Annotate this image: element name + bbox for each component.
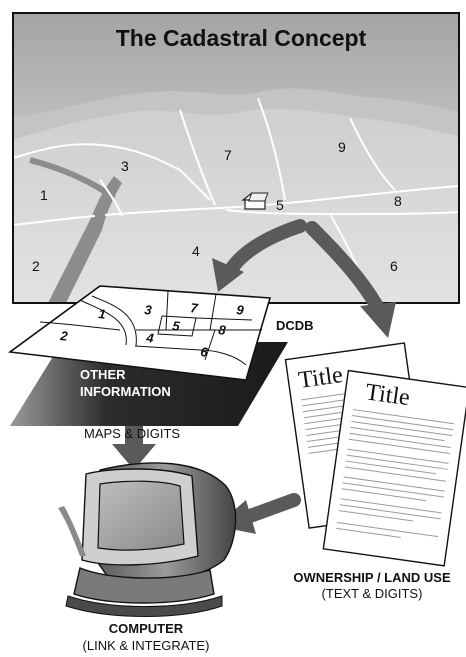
title-document-back-heading: Title: [297, 362, 345, 394]
dcdb-map-layer: 1 2 3 4 5 6 7 8 9 DCDB: [7, 285, 314, 381]
ownership-label-line2: (TEXT & DIGITS): [322, 586, 423, 601]
computer-icon: [58, 462, 237, 617]
landscape-parcel-4: 4: [192, 243, 200, 259]
landscape-boundaries: [13, 97, 459, 303]
landscape-parcel-9: 9: [338, 139, 346, 155]
dcdb-parcel-5: 5: [172, 318, 182, 334]
title-documents: Title Title: [284, 342, 466, 567]
other-information-line1: OTHER: [80, 367, 126, 382]
dcdb-parcel-6: 6: [200, 344, 210, 360]
arrow-to-dcdb: [212, 219, 307, 292]
landscape-parcel-2: 2: [32, 258, 40, 274]
dcdb-boundaries: [39, 290, 262, 366]
landscape-parcel-1: 1: [40, 187, 48, 203]
other-information-line2: INFORMATION: [80, 384, 171, 399]
arrow-to-documents: [305, 221, 396, 338]
dcdb-parcel-7: 7: [190, 300, 200, 316]
ownership-label-line1: OWNERSHIP / LAND USE: [293, 570, 451, 585]
landscape-parcel-7: 7: [224, 147, 232, 163]
title-document-front: Title: [322, 369, 466, 567]
maps-digits-label: MAPS & DIGITS: [84, 426, 180, 441]
title-document-front-heading: Title: [364, 379, 412, 411]
dcdb-parcel-3: 3: [144, 302, 154, 318]
landscape-parcel-5: 5: [276, 197, 284, 213]
landscape-parcel-6: 6: [390, 258, 398, 274]
landscape-land: [13, 108, 459, 303]
landscape-road: [48, 176, 122, 303]
landscape-panel: The Cadastral Concept 1 2 3 4 5 6 7 8 9: [12, 12, 460, 304]
dcdb-parcel-8: 8: [218, 322, 228, 338]
landscape-parcel-numbers: 1 2 3 4 5 6 7 8 9: [32, 139, 402, 274]
dcdb-parcel-2: 2: [59, 328, 70, 344]
computer-label-line1: COMPUTER: [109, 621, 184, 636]
dcdb-parcel-1: 1: [98, 306, 107, 322]
landscape-parcel-3: 3: [121, 158, 129, 174]
computer-label-line2: (LINK & INTEGRATE): [83, 638, 210, 653]
dcdb-parcel-4: 4: [145, 330, 156, 346]
house-icon: [241, 192, 269, 210]
landscape-parcel-8: 8: [394, 193, 402, 209]
dcdb-parcel-9: 9: [236, 302, 246, 318]
dcdb-parcel-numbers: 1 2 3 4 5 6 7 8 9: [59, 300, 246, 360]
diagram-title: The Cadastral Concept: [116, 25, 367, 51]
dcdb-label: DCDB: [276, 318, 314, 333]
